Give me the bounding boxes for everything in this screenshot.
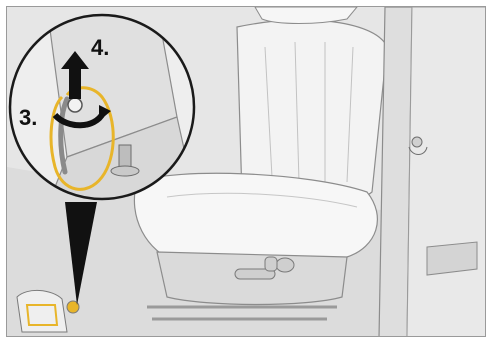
door-frame bbox=[407, 7, 486, 337]
seat-control-knob bbox=[276, 258, 294, 272]
car-seat-illustration bbox=[7, 7, 486, 337]
seat-cushion bbox=[134, 173, 377, 262]
step-3-label: 3. bbox=[19, 107, 37, 129]
step-4-label: 4. bbox=[91, 37, 109, 59]
illustration-frame: 4. 3. bbox=[6, 6, 486, 337]
sill-plate bbox=[427, 242, 477, 275]
backrest-control-switch bbox=[265, 257, 277, 271]
door-pillar bbox=[379, 7, 412, 337]
door-striker bbox=[412, 137, 422, 147]
